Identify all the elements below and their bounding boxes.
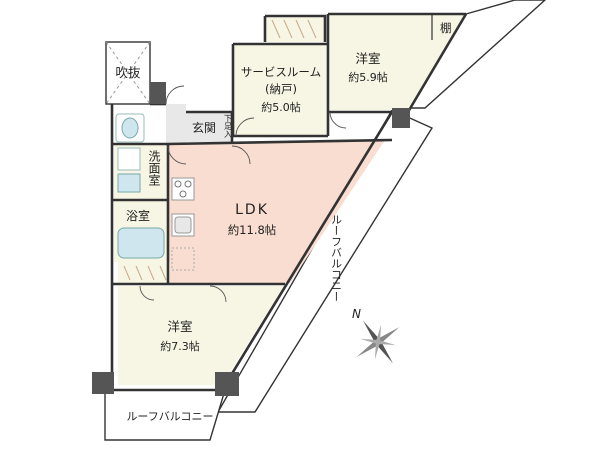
closet-bottom [118, 262, 170, 284]
western-top-name: 洋室 [355, 51, 380, 66]
roof-balcony-side-outline [216, 109, 434, 413]
void-label: 吹抜 [115, 65, 141, 80]
ldk-size: 約11.8帖 [228, 223, 277, 237]
columns [92, 82, 410, 396]
doors [139, 85, 347, 303]
bathroom-label: 浴室 [126, 208, 150, 223]
western-top-size: 約5.9帖 [348, 70, 388, 84]
compass-north-label: N [352, 307, 361, 321]
shelf-label: 棚 [440, 21, 452, 35]
closet-bottom-hatch [123, 265, 167, 281]
walls [110, 12, 468, 392]
fixtures [115, 113, 195, 271]
service-room [233, 44, 328, 136]
closet-top-hatch [271, 19, 317, 39]
roof-balcony-bottom-label: ルーフバルコニー [126, 410, 213, 423]
washroom-label: 洗面室 [147, 150, 161, 186]
service-room-size: 約5.0帖 [261, 100, 301, 114]
western-bottom-size: 約7.3帖 [160, 339, 200, 353]
entrance-label: 玄関 [192, 120, 216, 135]
roof-balcony-side-label: ルーフバルコニー [330, 214, 343, 302]
service-room-sub: (納戸) [265, 82, 297, 96]
western-bottom-name: 洋室 [167, 319, 192, 334]
western-room-bottom [118, 286, 284, 385]
hall-floor [166, 104, 186, 144]
compass [356, 320, 400, 364]
closet-top [265, 16, 325, 42]
shoe-box-label: 下足入 [224, 114, 233, 138]
service-room-name: サービスルーム [241, 65, 321, 79]
ldk-room [168, 140, 385, 283]
ldk-name: LDK [235, 202, 269, 218]
entrance-floor [186, 112, 232, 142]
